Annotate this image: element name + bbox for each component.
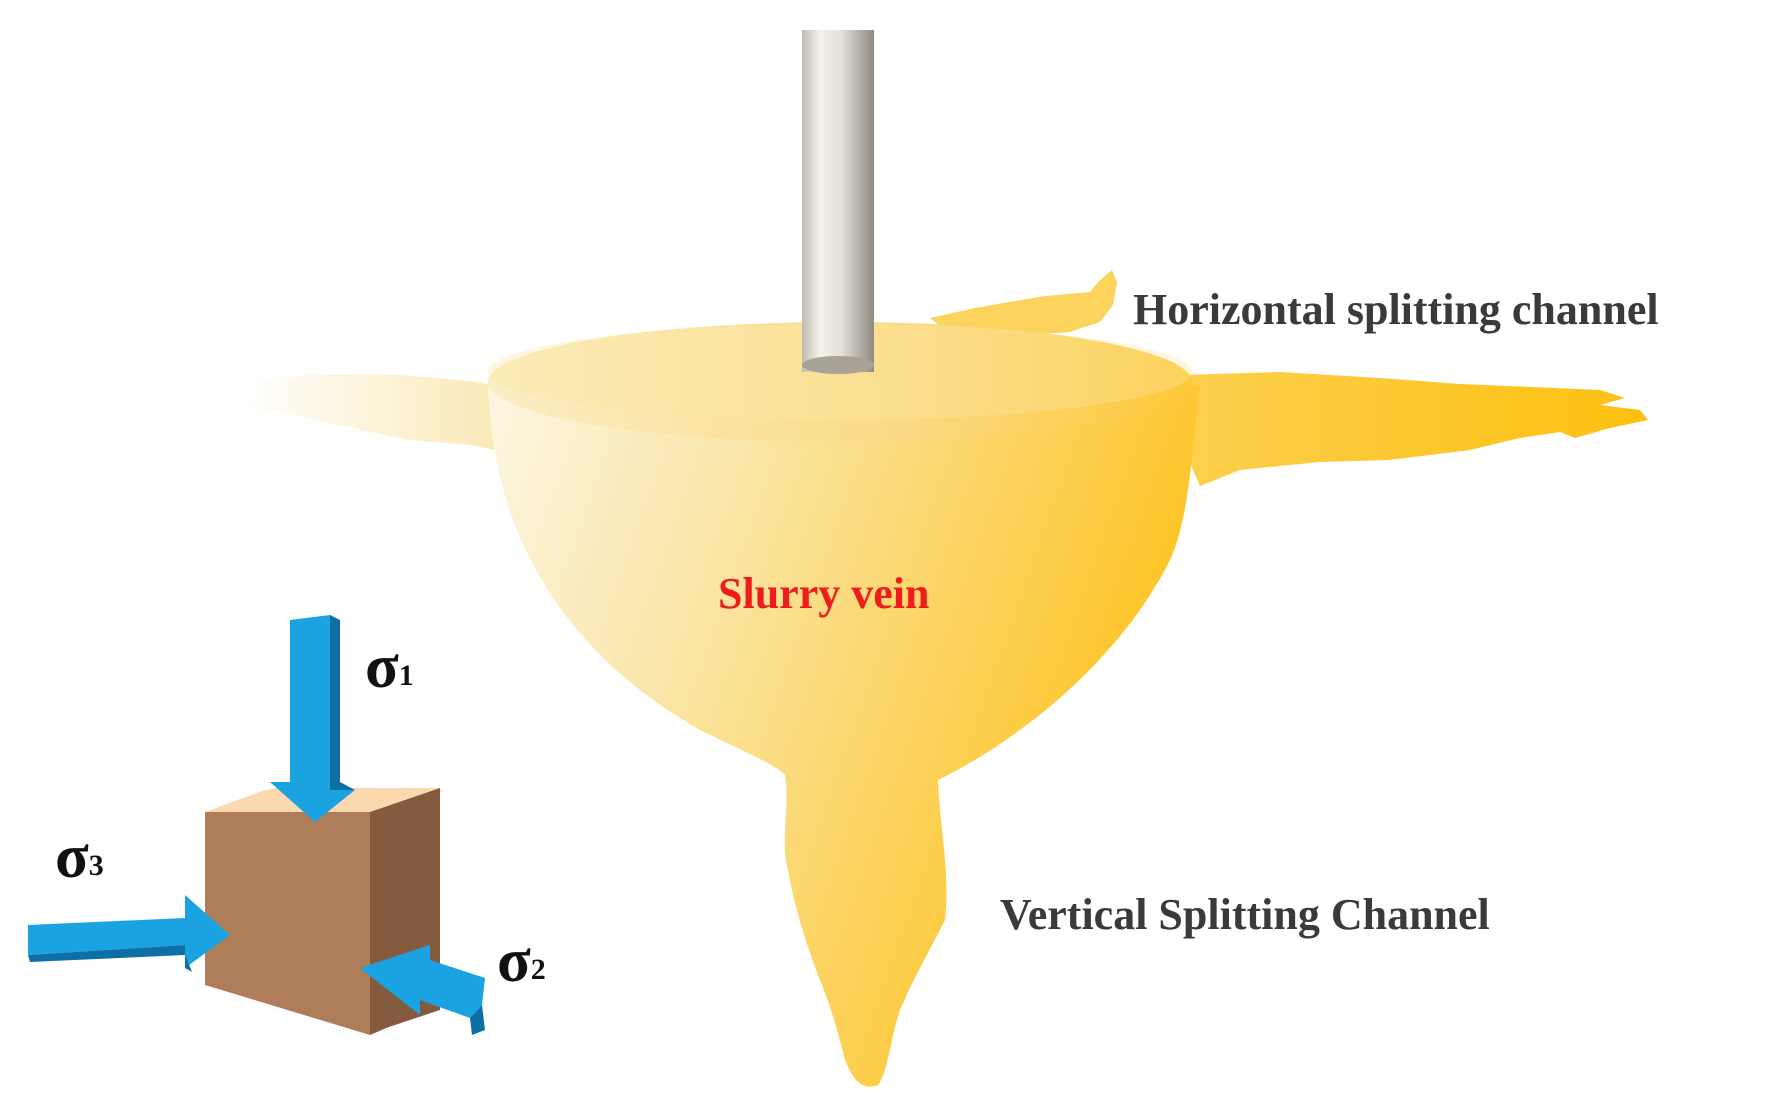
sigma1-label: σ1 [365,633,414,701]
grout-pipe-end [802,356,874,374]
right-horizontal-channel [1180,372,1648,486]
sigma1-arrow-icon [270,615,355,822]
sigma2-label: σ2 [497,927,546,995]
sigma3-label: σ3 [55,823,104,891]
sigma2-arrow-icon [360,945,485,1018]
cube-front [205,812,370,1035]
sigma3-arrow-shade [28,945,192,972]
grout-pipe [802,30,874,372]
slurry-disc [488,322,1192,442]
sigma1-arrow-shade [330,615,355,790]
left-horizontal-channel [238,374,495,450]
sigma3-arrow-icon [28,895,230,968]
horizontal-channel-label: Horizontal splitting channel [1133,285,1659,334]
upper-horizontal-channel [930,270,1117,336]
slurry-vein-label: Slurry vein [718,569,930,618]
slurry-vein-body [488,378,1200,1087]
vertical-channel-label: Vertical Splitting Channel [1000,890,1490,939]
sigma2-arrow-shade [470,1005,485,1035]
